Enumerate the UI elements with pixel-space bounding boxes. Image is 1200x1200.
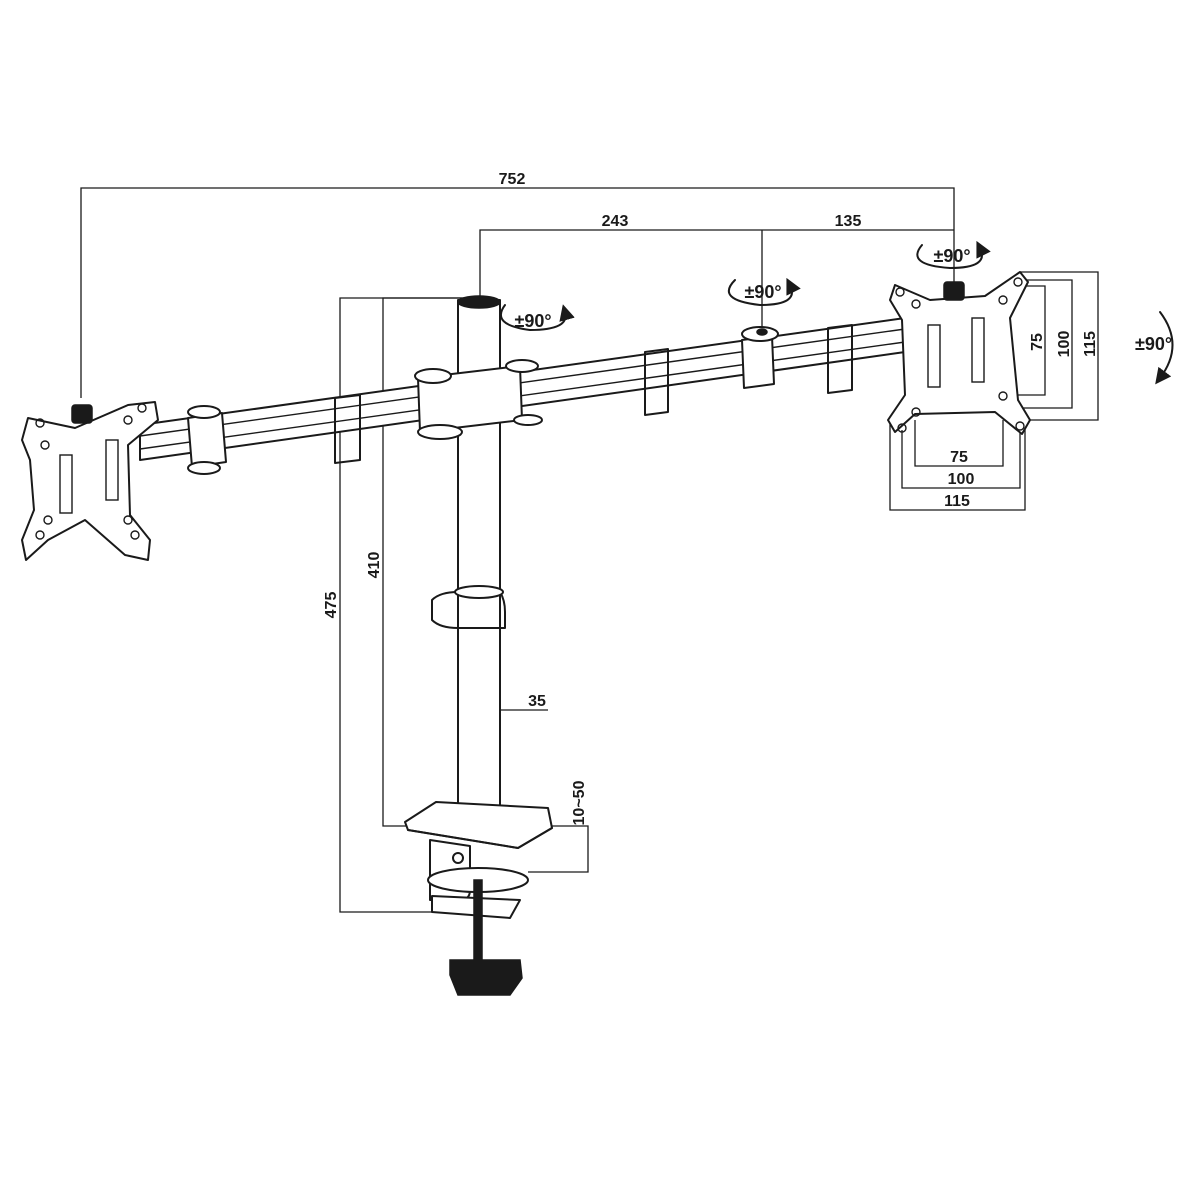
label-vesa-h115: 115 [944,493,970,510]
head-rotation-arrow [916,240,991,269]
label-vesa-v100: 100 [1056,331,1073,358]
cable-clip-1 [334,394,361,464]
desk-clamp [404,801,553,996]
arm-beam [139,317,906,461]
dim-vesa-v115 [1020,271,1099,421]
label-vesa-v115: 115 [1082,331,1099,357]
horizontal-arm [139,317,906,475]
right-plate-outline [887,271,1031,435]
label-243: 243 [602,213,629,230]
left-vesa-plate [21,401,159,561]
rotation-indicators [499,240,1174,385]
left-knob [71,404,93,424]
label-vesa-h100: 100 [948,471,975,488]
pole-cable-clip [431,591,506,629]
label-pole-rotation: ±90° [514,311,551,331]
label-clamp-range: 10~50 [571,780,588,825]
label-head-rotation: ±90° [933,246,970,266]
label-vesa-v75: 75 [1029,333,1046,351]
tilt-rotation-arrow [1155,311,1174,385]
label-tilt-rotation: ±90° [1135,334,1172,354]
pole [414,295,543,831]
dim-10-50-line [528,825,589,873]
dim-vesa-h75 [914,420,1004,467]
right-knob [943,281,965,301]
clamp-screw [473,879,483,961]
label-475: 475 [323,592,340,619]
dim-vesa-v100 [1010,279,1073,409]
dim-vesa-h115 [889,420,1026,511]
cable-clip-2 [644,348,669,416]
label-410: 410 [366,552,383,579]
label-35: 35 [528,693,546,710]
left-joint [187,412,227,468]
clamp-handle [449,959,523,996]
middle-joint [741,335,775,389]
dim-410-line [382,297,470,827]
label-joint-rotation: ±90° [744,282,781,302]
dim-vesa-h100 [901,430,1021,489]
label-135: 135 [835,213,862,230]
label-752: 752 [499,171,526,188]
pole-cap [457,295,501,309]
joint-rotation-arrow [728,277,801,306]
dim-752-line [80,187,955,398]
dim-243-line [479,229,954,305]
right-vesa-plate [887,271,1031,435]
cable-clip-3 [827,324,853,394]
pole-rotation-arrow [499,304,575,331]
label-vesa-h75: 75 [950,449,968,466]
